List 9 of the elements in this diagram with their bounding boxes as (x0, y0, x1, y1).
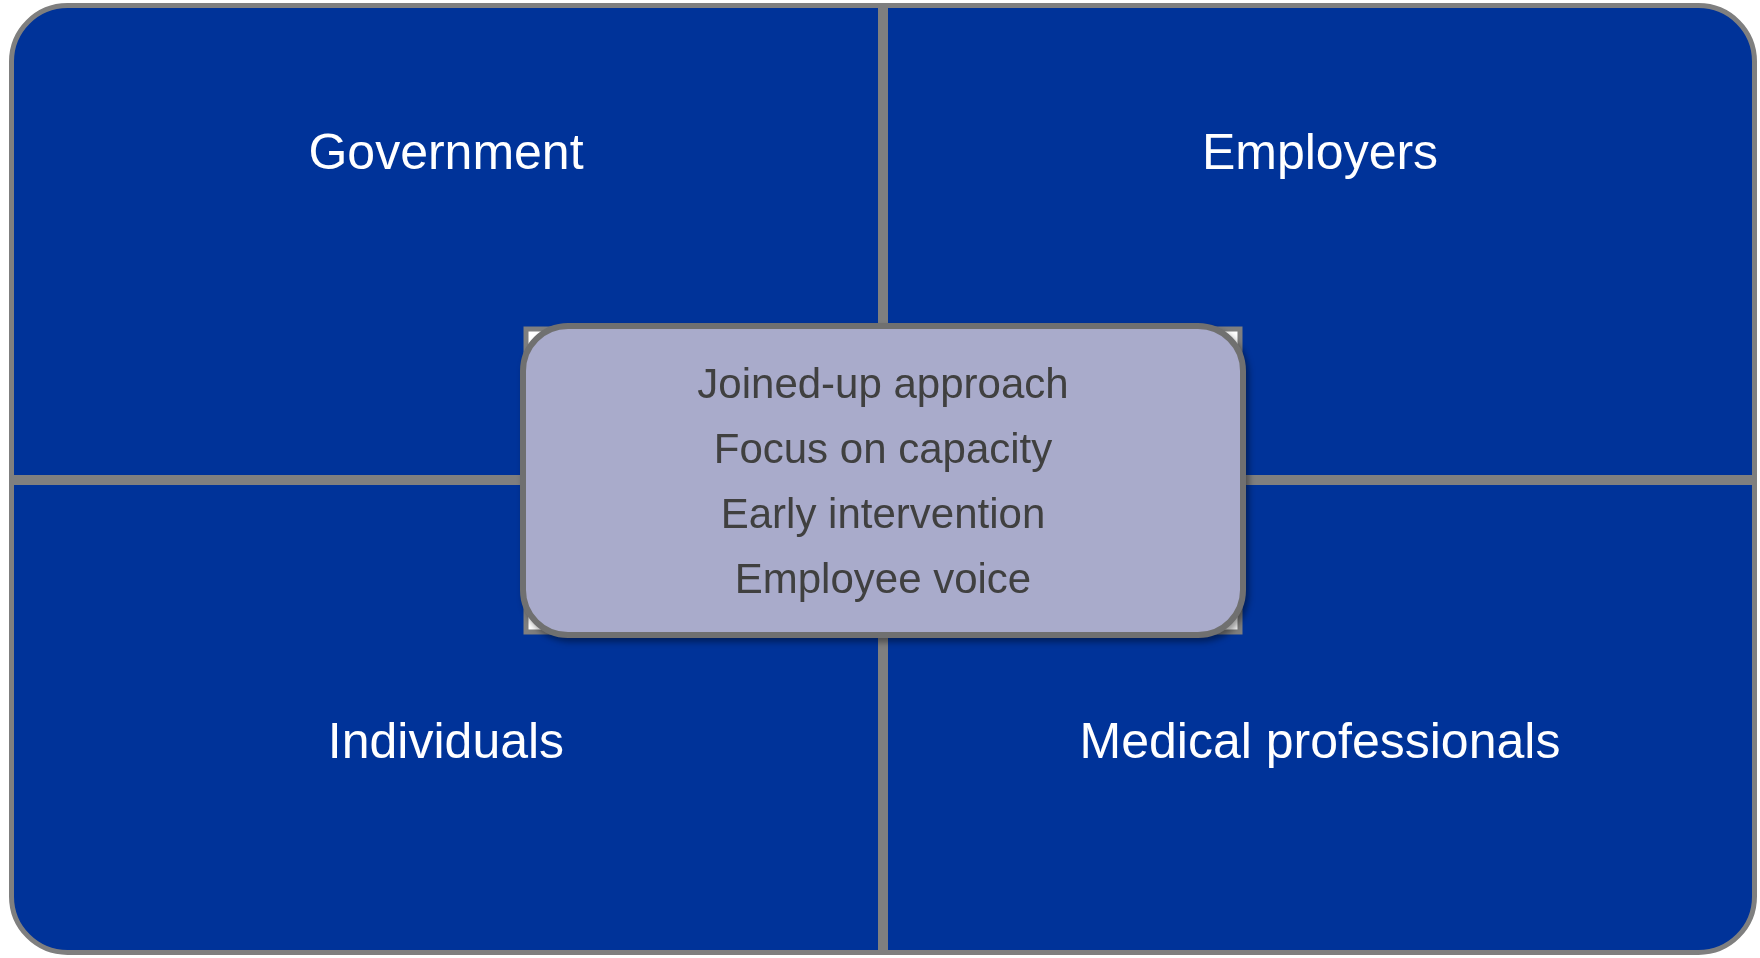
node-label: Employee voice (734, 553, 1032, 604)
node-label: Focus on capacity (713, 423, 1053, 474)
node-label: Government (307, 123, 585, 181)
node-label: Individuals (326, 712, 566, 770)
center-box (520, 323, 1246, 638)
node-label: Early intervention (720, 488, 1046, 539)
node-label: Medical professionals (1078, 712, 1562, 770)
node-label: Joined-up approach (697, 358, 1069, 409)
node-label: Employers (1200, 123, 1440, 181)
